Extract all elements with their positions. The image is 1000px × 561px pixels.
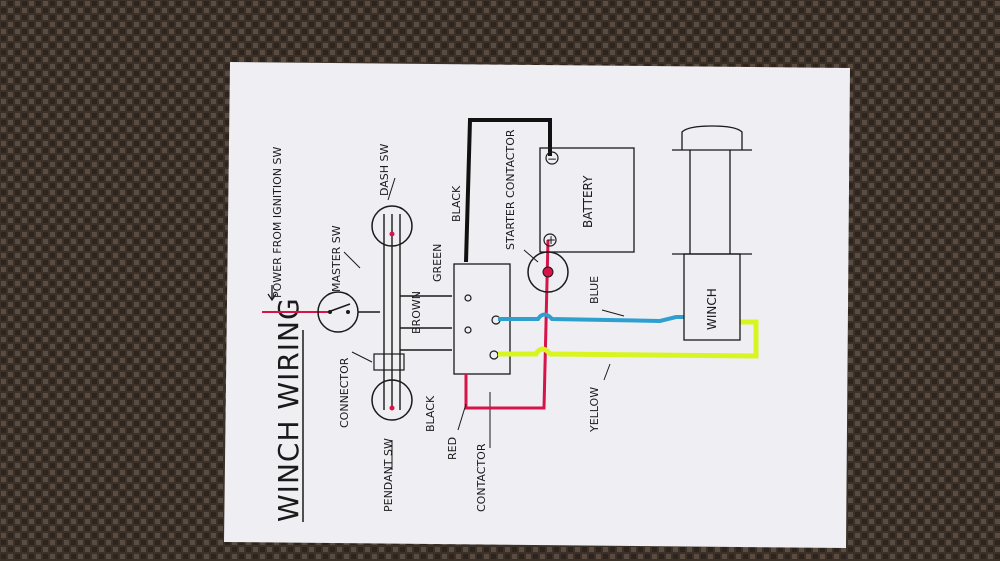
master-sw-label: MASTER SW (330, 225, 343, 292)
battery-plus: + (546, 233, 556, 247)
battery-label: BATTERY (581, 175, 595, 228)
pendant-sw-label: PENDANT SW (382, 438, 395, 512)
yellow-label: YELLOW (588, 387, 601, 433)
contactor-label: CONTACTOR (475, 443, 488, 512)
blue-wire (498, 312, 684, 324)
winch-label: WINCH (705, 288, 719, 330)
red-label: RED (446, 437, 459, 460)
blue-label: BLUE (588, 276, 601, 304)
starter-contactor (527, 251, 569, 293)
black-left-label: BLACK (424, 395, 437, 432)
yellow-wire (498, 319, 759, 359)
connector-label: CONNECTOR (338, 357, 351, 428)
black-wire (464, 118, 552, 263)
power-arrow-icon (267, 285, 277, 302)
battery (539, 147, 635, 253)
paper-sheet (224, 62, 850, 548)
diagram-title: WINCH WIRING (272, 297, 305, 522)
dash-sw-label: DASH SW (378, 143, 391, 196)
black-top-label: BLACK (450, 185, 463, 222)
brown-label: BROWN (410, 291, 423, 334)
connector-block (373, 353, 405, 371)
winch-drum-cap (681, 125, 743, 150)
power-label: POWER FROM IGNITION SW (271, 147, 284, 298)
starter-contactor-label: STARTER CONTACTOR (504, 129, 517, 250)
battery-minus: − (547, 152, 557, 166)
red-wire (464, 239, 550, 410)
green-label: GREEN (431, 244, 444, 282)
